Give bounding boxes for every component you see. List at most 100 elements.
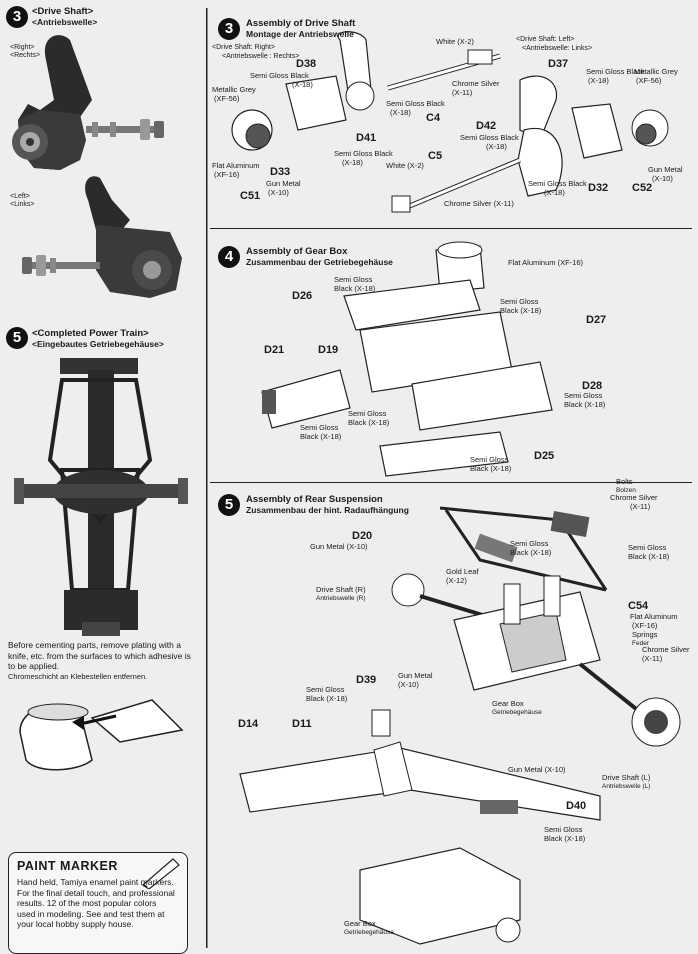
paint-label: Chrome Silver (X-11) [444,199,514,208]
paint-label: Flat Aluminum [630,612,678,621]
column-divider [206,8,208,948]
paint-label: Flat Aluminum (XF-16) [508,258,584,267]
paint-label: Gold Leaf [446,567,479,576]
paint-code: (X-12) [446,576,467,585]
gear-box-bottom-label-de: Getriebegehäuse [344,929,394,936]
part-number: D11 [292,718,312,730]
paint-code: (X-11) [452,88,473,97]
paint-code: (XF-56) [636,76,662,85]
paint-label: Gun Metal (X-10) [508,765,566,774]
left-label-de: <Links> [10,201,35,208]
part-number: C5 [428,150,443,162]
paint-label: Semi Gloss Black (X-18) [300,423,342,441]
paint-code: (X-18) [390,108,411,117]
drive-shaft-left-photo [22,176,182,298]
step-number-badge: 3 [6,6,28,28]
drive-shaft-r-label-en: Drive Shaft (R) [316,585,366,594]
paint-label: Semi Gloss Black (X-18) [564,391,606,409]
paint-marker-title: PAINT MARKER [17,859,118,873]
paint-label: Gun Metal [266,179,301,188]
gear-box-label-de: Getriebegehäuse [492,709,542,716]
paint-label: Semi Gloss Black (X-18) [500,297,542,315]
paint-code: (XF-16) [214,170,240,179]
drive-shaft-left-en: <Drive Shaft: Left> [516,36,575,43]
paint-label: Semi Gloss Black (X-18) [306,685,348,703]
step4-gearbox-drawing [261,241,553,477]
paint-code: (X-18) [342,158,363,167]
paint-code: (XF-16) [632,621,658,630]
paint-marker-pen-icon [142,858,180,889]
part-number: D32 [588,182,609,194]
step5-title-de: Zusammenbau der hint. Radaufhängung [246,505,409,515]
drive-shaft-l-label-en: Drive Shaft (L) [602,773,651,782]
paint-code: (X-18) [292,80,313,89]
springs-label-en: Springs [632,630,658,639]
paint-marker-text: Hand held, Tamiya enamel paint markers. … [17,877,175,929]
paint-label: Semi Gloss Black (X-18) [334,275,376,293]
paint-label: Metallic Grey [212,85,256,94]
step4-title-de: Zusammenbau der Getriebegehäuse [246,257,393,267]
part-number: D40 [566,800,587,812]
step-number-badge: 3 [218,18,240,40]
part-number: D41 [356,132,377,144]
paint-label: Semi Gloss Black (X-18) [348,409,390,427]
drive-shaft-left-de: <Antriebswelle: Links> [522,45,593,52]
paint-label: Semi Gloss Black [386,99,445,108]
paint-label: Gun Metal (X-10) [398,671,433,689]
part-number: D39 [356,674,377,686]
part-number: D25 [534,450,555,462]
paint-label: Semi Gloss Black [586,67,645,76]
completed-power-train-photo [14,358,188,636]
paint-code: (X-11) [630,502,651,511]
paint-label: Semi Gloss Black [460,133,519,142]
paint-marker-box: PAINT MARKER Hand held, Tamiya enamel pa… [8,852,188,954]
step-number-badge: 5 [6,327,28,349]
part-number: D21 [264,344,285,356]
paint-code: (X-18) [544,188,565,197]
paint-label: Semi Gloss Black [528,179,587,188]
step-number-badge: 5 [218,494,240,516]
part-number: D26 [292,290,313,302]
drive-shaft-l-label-de: Antriebswelle (L) [602,783,651,790]
part-number: D37 [548,58,569,70]
part-number: D28 [582,380,603,392]
paint-label: Gun Metal (X-10) [310,542,368,551]
paint-label: Semi Gloss Black [334,149,393,158]
step3-title-de: Montage der Antriebswelle [246,29,354,39]
plating-note-en: Before cementing parts, remove plating w… [8,640,191,671]
paint-label: Semi Gloss Black (X-18) [628,543,670,561]
part-number: D33 [270,166,291,178]
paint-label: White (X-2) [436,37,474,46]
paint-label: Chrome Silver [610,493,658,502]
paint-code: (X-18) [486,142,507,151]
left-label-en: <Left> [10,193,30,200]
drive-shaft-right-de: <Antriebswelle : Rechts> [222,53,300,60]
gear-box-label-en: Gear Box [492,699,524,708]
step5-title-en: Assembly of Rear Suspension [246,494,383,505]
paint-label: Flat Aluminum [212,161,260,170]
paint-label: Semi Gloss Black (X-18) [470,455,512,473]
drive-shaft-right-en: <Drive Shaft: Right> [212,44,276,51]
paint-label: Chrome Silver (X-11) [642,645,690,663]
paint-label: Chrome Silver [452,79,500,88]
part-number: D19 [318,344,339,356]
gear-box-bottom-label-en: Gear Box [344,919,376,928]
step3-exploded-drawing [231,31,669,213]
paint-label: Semi Gloss Black (X-18) [510,539,552,557]
section-divider [210,482,692,483]
part-number: C4 [426,112,441,124]
section-divider [210,228,692,229]
paint-label: White (X-2) [386,161,424,170]
power-train-title-en: <Completed Power Train> [32,328,149,339]
drive-shaft-right-photo [12,35,164,171]
paint-label: Metallic Grey [634,67,678,76]
paint-code: (X-10) [268,188,289,197]
step3-title-en: Assembly of Drive Shaft [246,18,356,29]
part-number: C52 [632,182,653,194]
bolts-label-en: Bolts [616,477,633,486]
part-number: C51 [240,190,261,202]
drive-shaft-title-en: <Drive Shaft> [32,6,94,17]
paint-code: (X-10) [652,174,673,183]
